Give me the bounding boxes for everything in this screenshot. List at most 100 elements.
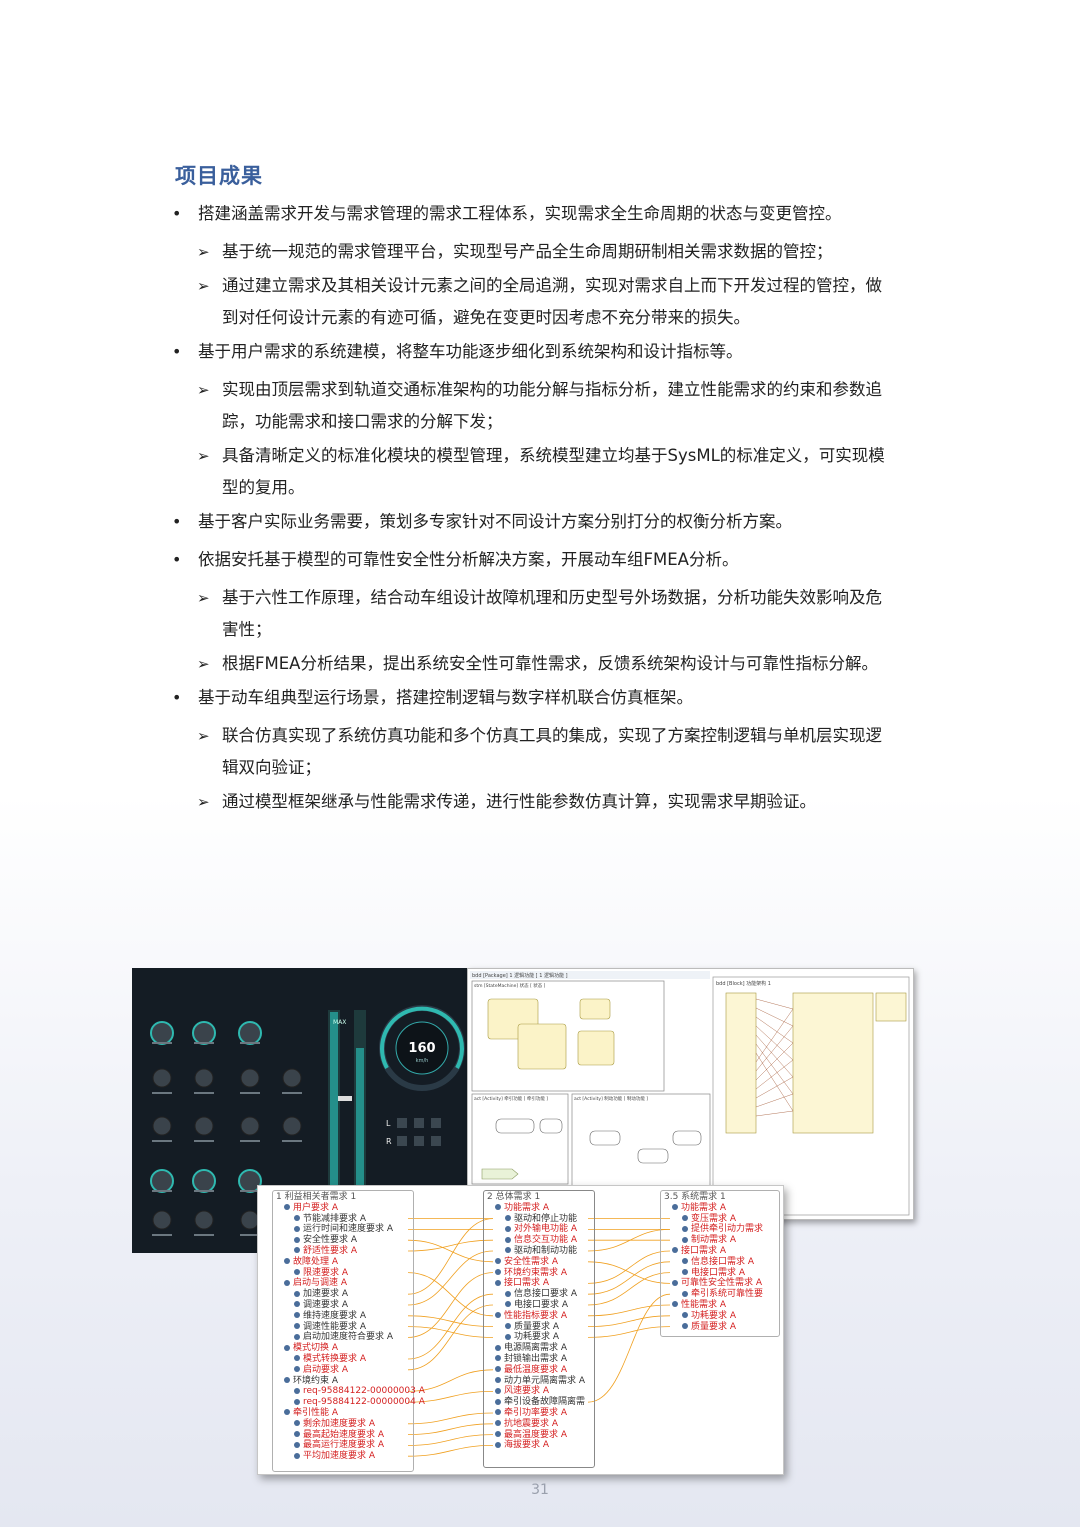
- sub-item-text: 联合仿真实现了系统仿真功能和多个仿真工具的集成，实现了方案控制逻辑与单机层实现逻…: [222, 726, 882, 777]
- requirement-node[interactable]: 运行时间和速度要求 A: [276, 1224, 425, 1235]
- requirement-label: 调速要求 A: [303, 1299, 349, 1310]
- bar-label: MAX: [333, 1019, 346, 1026]
- requirement-node[interactable]: 最高运行速度要求 A: [276, 1440, 425, 1451]
- requirement-node[interactable]: 抗地震要求 A: [487, 1419, 585, 1430]
- requirement-icon: [505, 1225, 511, 1232]
- requirement-node[interactable]: 接口需求 A: [487, 1278, 585, 1289]
- dashboard-knob: [194, 1116, 214, 1136]
- requirement-node[interactable]: 制动需求 A: [664, 1235, 763, 1246]
- requirement-node[interactable]: 功耗要求 A: [487, 1332, 585, 1343]
- trace-link: [407, 1272, 494, 1317]
- requirement-node[interactable]: 海拔要求 A: [487, 1440, 585, 1451]
- requirement-node[interactable]: 剩余加速度要求 A: [276, 1419, 425, 1430]
- requirement-node[interactable]: 最低温度要求 A: [487, 1365, 585, 1376]
- requirement-node[interactable]: 牵引设备故障隔离需: [487, 1397, 585, 1408]
- requirement-node[interactable]: 质量要求 A: [664, 1322, 763, 1333]
- bdd-connector: [755, 998, 794, 1010]
- requirement-node[interactable]: 变压需求 A: [664, 1214, 763, 1225]
- requirement-node[interactable]: 信息交互功能 A: [487, 1235, 585, 1246]
- requirement-node[interactable]: 接口需求 A: [664, 1246, 763, 1257]
- requirement-node[interactable]: 启动加速度符合要求 A: [276, 1332, 425, 1343]
- requirement-node[interactable]: 舒适性要求 A: [276, 1246, 425, 1257]
- requirement-label: 加速要求 A: [303, 1289, 349, 1300]
- requirement-node[interactable]: 环境约束需求 A: [487, 1268, 585, 1279]
- requirement-node[interactable]: 最高温度要求 A: [487, 1430, 585, 1441]
- col3-title[interactable]: 3.5 系统需求 1: [664, 1192, 726, 1202]
- requirement-label: 故障处理 A: [293, 1256, 339, 1267]
- requirement-node[interactable]: 启动与调速 A: [276, 1278, 425, 1289]
- requirement-node[interactable]: 用户要求 A: [276, 1203, 425, 1214]
- requirement-icon: [294, 1301, 300, 1308]
- requirement-node[interactable]: 驱动和停止功能: [487, 1214, 585, 1225]
- system-req-column: [660, 1190, 780, 1337]
- knob-label-bar: [194, 1042, 214, 1044]
- requirement-node[interactable]: 环境约束 A: [276, 1376, 425, 1387]
- requirement-node[interactable]: 动力单元隔离需求 A: [487, 1376, 585, 1387]
- arrow-bullet-icon: ➢: [197, 381, 210, 399]
- requirement-node[interactable]: 模式切换 A: [276, 1343, 425, 1354]
- requirement-icon: [495, 1441, 501, 1448]
- requirement-node[interactable]: 模式转换要求 A: [276, 1354, 425, 1365]
- requirement-label: 封锁输出需求 A: [504, 1353, 568, 1364]
- requirement-node[interactable]: 加速要求 A: [276, 1289, 425, 1300]
- requirement-node[interactable]: 风速要求 A: [487, 1386, 585, 1397]
- requirement-node[interactable]: req-95884122-00000004 A: [276, 1397, 425, 1408]
- requirement-node[interactable]: 牵引系统可靠性要: [664, 1289, 763, 1300]
- requirement-node[interactable]: 牵引功率要求 A: [487, 1408, 585, 1419]
- bdd-connector: [755, 1042, 794, 1081]
- requirement-node[interactable]: 节能减排要求 A: [276, 1214, 425, 1225]
- knob-label-bar: [240, 1140, 260, 1142]
- requirement-label: 提供牵引动力需求: [691, 1224, 764, 1235]
- requirement-node[interactable]: 电接口需求 A: [664, 1268, 763, 1279]
- requirement-node[interactable]: 调速要求 A: [276, 1300, 425, 1311]
- requirement-label: 动力单元隔离需求 A: [504, 1375, 586, 1386]
- requirement-node[interactable]: 调速性能要求 A: [276, 1322, 425, 1333]
- col1-title[interactable]: 1 利益相关者需求 1: [276, 1192, 357, 1202]
- dashboard-knob: [152, 1068, 172, 1088]
- requirement-label: 电接口要求 A: [514, 1299, 569, 1310]
- bullet-icon: •: [172, 342, 182, 361]
- requirement-node[interactable]: 维持速度要求 A: [276, 1311, 425, 1322]
- requirement-node[interactable]: 功能需求 A: [664, 1203, 763, 1214]
- requirement-label: 环境约束需求 A: [504, 1267, 568, 1278]
- requirement-node[interactable]: 安全性要求 A: [276, 1235, 425, 1246]
- requirement-icon: [294, 1215, 300, 1222]
- requirement-node[interactable]: 最高起始速度要求 A: [276, 1430, 425, 1441]
- col2-title[interactable]: 2 总体需求 1: [487, 1192, 541, 1202]
- requirement-node[interactable]: 信息接口要求 A: [487, 1289, 585, 1300]
- requirement-node[interactable]: 电源隔离需求 A: [487, 1343, 585, 1354]
- requirement-node[interactable]: 提供牵引动力需求: [664, 1224, 763, 1235]
- requirement-icon: [284, 1377, 290, 1384]
- requirement-node[interactable]: req-95884122-00000003 A: [276, 1386, 425, 1397]
- requirement-icon: [495, 1258, 501, 1265]
- requirement-node[interactable]: 驱动和制动功能: [487, 1246, 585, 1257]
- requirement-label: 信息接口要求 A: [514, 1289, 578, 1300]
- requirement-node[interactable]: 性能需求 A: [664, 1300, 763, 1311]
- requirement-node[interactable]: 可靠性安全性需求 A: [664, 1278, 763, 1289]
- requirement-label: 接口需求 A: [504, 1278, 550, 1289]
- requirement-node[interactable]: 功耗要求 A: [664, 1311, 763, 1322]
- requirement-node[interactable]: 牵引性能 A: [276, 1408, 425, 1419]
- requirement-node[interactable]: 安全性需求 A: [487, 1257, 585, 1268]
- result-item: •基于客户实际业务需要，策划多专家针对不同设计方案分别打分的权衡分析方案。: [170, 506, 890, 538]
- requirement-node[interactable]: 质量要求 A: [487, 1322, 585, 1333]
- requirement-node[interactable]: 限速要求 A: [276, 1268, 425, 1279]
- requirement-node[interactable]: 电接口要求 A: [487, 1300, 585, 1311]
- knob-label-bar: [240, 1092, 260, 1094]
- requirement-label: 质量要求 A: [514, 1321, 560, 1332]
- requirement-node[interactable]: 信息接口需求 A: [664, 1257, 763, 1268]
- requirement-node[interactable]: 功能需求 A: [487, 1203, 585, 1214]
- requirement-node[interactable]: 对外输电功能 A: [487, 1224, 585, 1235]
- requirement-icon: [672, 1301, 678, 1308]
- requirement-node[interactable]: 性能指标要求 A: [487, 1311, 585, 1322]
- requirement-icon: [294, 1312, 300, 1319]
- sub-item-text: 通过模型框架继承与性能需求传递，进行性能参数仿真计算，实现需求早期验证。: [222, 792, 816, 811]
- bdd-connector: [755, 1052, 794, 1112]
- requirement-node[interactable]: 启动要求 A: [276, 1365, 425, 1376]
- trace-link: [407, 1326, 494, 1338]
- requirement-label: 牵引功率要求 A: [504, 1407, 568, 1418]
- requirement-node[interactable]: 封锁输出需求 A: [487, 1354, 585, 1365]
- requirement-node[interactable]: 故障处理 A: [276, 1257, 425, 1268]
- requirement-node[interactable]: 平均加速度要求 A: [276, 1451, 425, 1462]
